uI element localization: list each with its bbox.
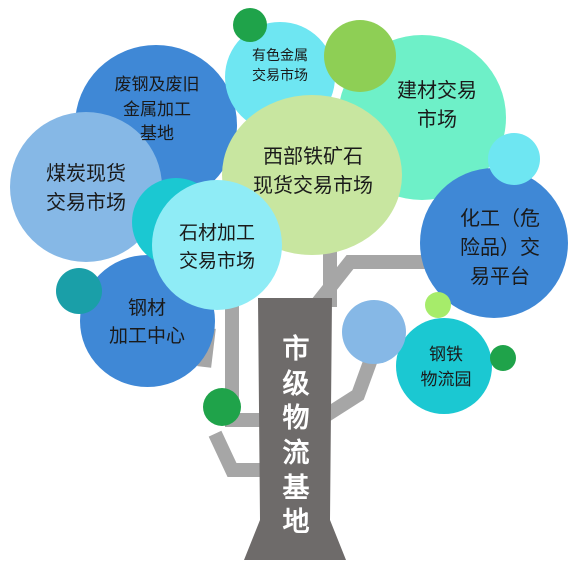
branch-left-lower xyxy=(208,430,275,477)
label-stone: 石材加工 交易市场 xyxy=(178,222,255,272)
label-steel-logistics: 钢铁 物流园 xyxy=(420,345,472,390)
dot-lime xyxy=(425,292,451,318)
label-coal: 煤炭现货 交易市场 xyxy=(46,161,126,214)
label-scrap-metal: 废钢及废旧 金属加工 基地 xyxy=(114,75,200,145)
dot-blue-light xyxy=(342,300,406,364)
trunk-label: 市 级 物 流 基 地 xyxy=(282,334,310,539)
bubble-steel-logistics xyxy=(396,318,492,414)
label-steel-processing: 钢材 加工中心 xyxy=(108,297,185,347)
bubble-stone xyxy=(152,180,282,310)
label-chemical: 化工（危 险品）交 易平台 xyxy=(460,205,540,288)
dot-green-large xyxy=(324,20,396,92)
label-iron-ore: 西部铁矿石 现货交易市场 xyxy=(253,144,373,197)
label-building-materials: 建材交易 市场 xyxy=(397,78,477,131)
dot-green-top xyxy=(233,8,267,42)
branch-right-lower xyxy=(312,353,379,428)
dot-green-bottom xyxy=(203,388,241,426)
tree-trunk xyxy=(244,298,346,560)
dot-teal-left xyxy=(56,268,102,314)
dot-cyan-right xyxy=(488,133,540,185)
dot-green-right xyxy=(490,345,516,371)
label-nonferrous: 有色金属 交易市场 xyxy=(252,47,308,84)
